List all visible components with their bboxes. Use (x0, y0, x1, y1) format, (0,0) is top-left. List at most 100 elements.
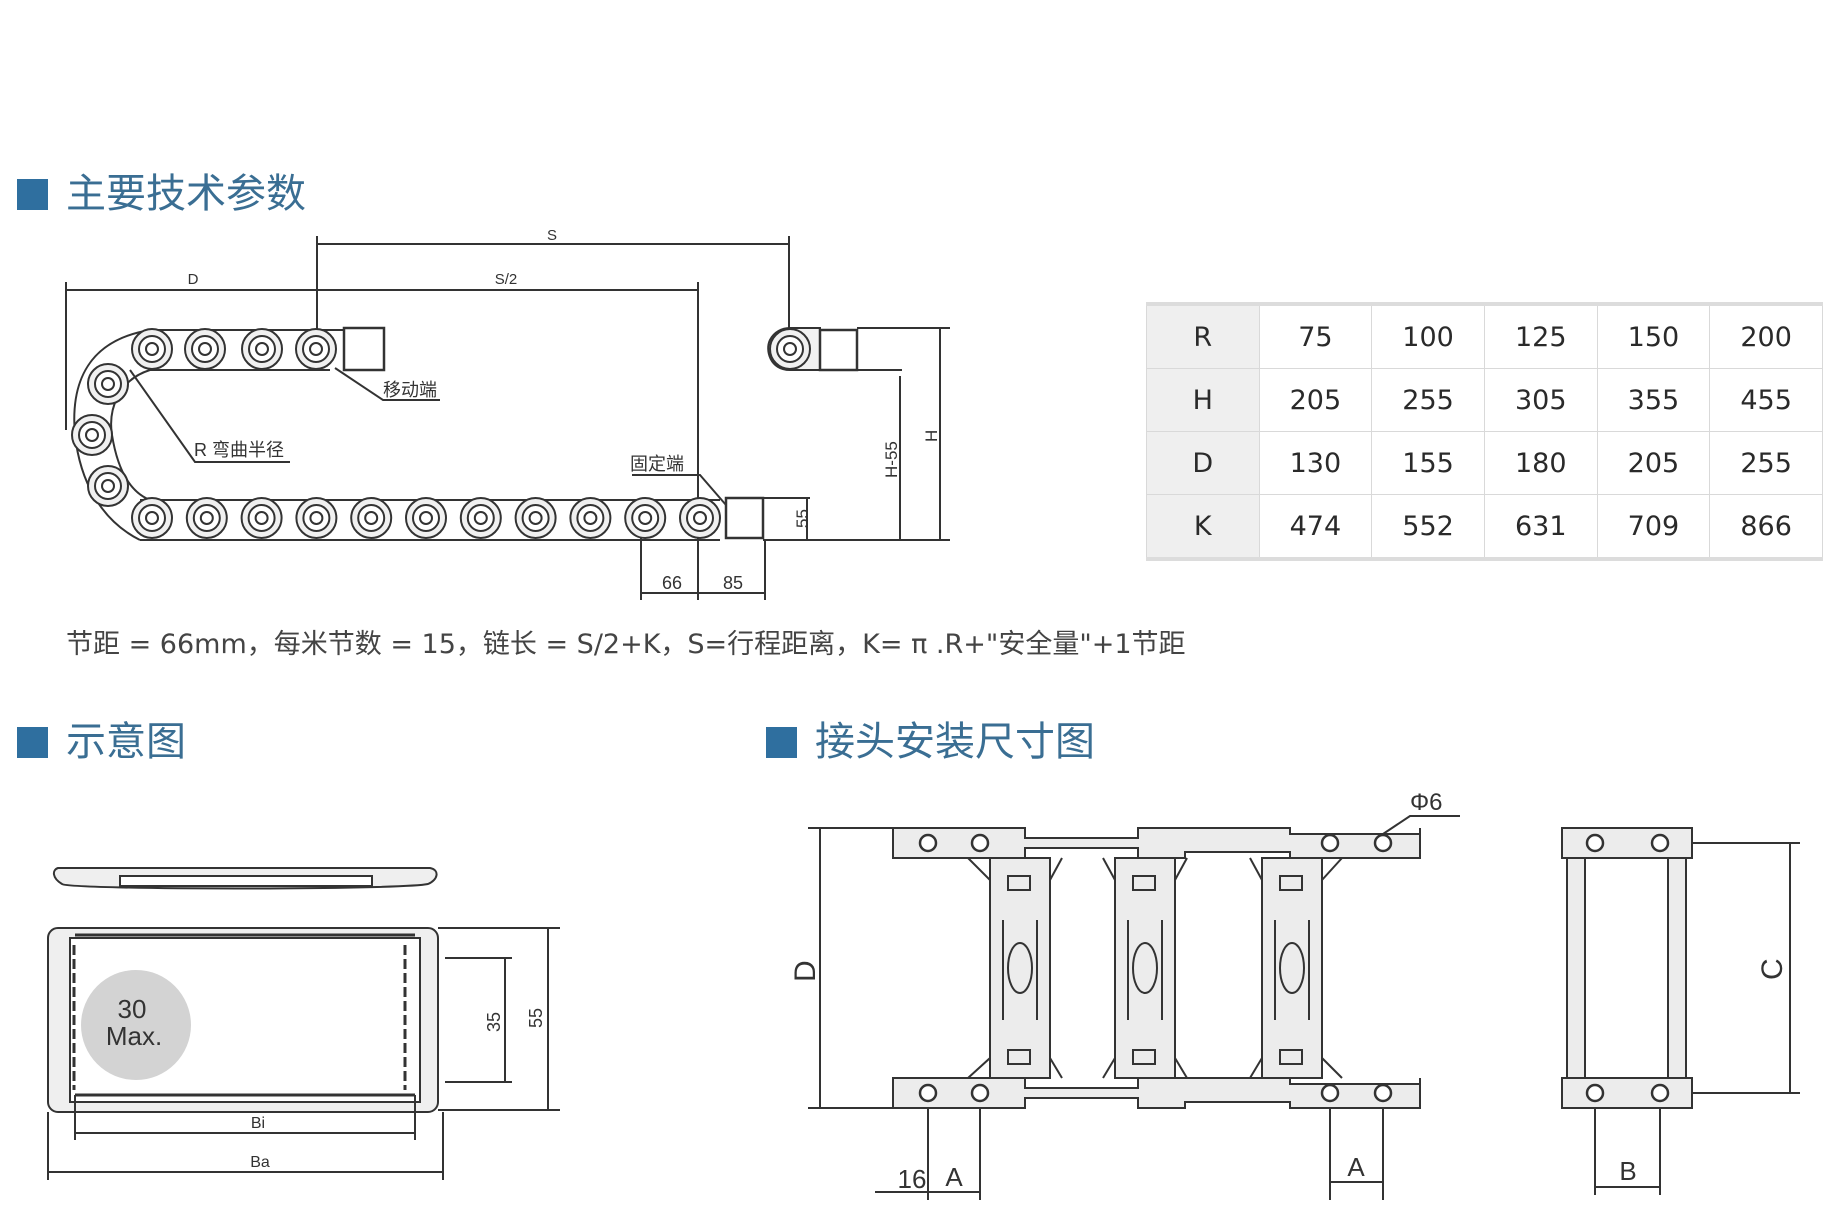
spec-row-header: R (1146, 302, 1260, 369)
dim-H-label: H (922, 430, 941, 442)
connector-side-view (1561, 827, 1800, 1195)
bolt-hole (1373, 1083, 1393, 1103)
chain-roller (241, 328, 283, 370)
spec-cell: 474 (1258, 494, 1373, 561)
chain-roller (185, 497, 228, 539)
connector-bolts (918, 833, 1670, 1103)
max-30-unit: Max. (106, 1021, 162, 1051)
bolt-hole (1320, 833, 1340, 853)
chain-roller (184, 328, 226, 370)
bolt-hole (970, 1083, 990, 1103)
spec-cell: 552 (1371, 494, 1485, 561)
section-heading-schematic: 示意图 (17, 722, 186, 762)
bolt-hole (1585, 833, 1605, 853)
spec-cell: 155 (1371, 431, 1485, 495)
chain-rollers (71, 328, 811, 539)
dim-S-half-label: S/2 (495, 271, 518, 288)
chain-roller (769, 328, 811, 370)
spec-cell: 180 (1483, 431, 1598, 495)
section-heading-connector: 接头安装尺寸图 (766, 722, 1095, 762)
spec-cell: 125 (1483, 302, 1598, 369)
spec-cell: 75 (1258, 302, 1373, 369)
dim-Ba-label: Ba (250, 1154, 270, 1171)
spec-cell: 255 (1709, 431, 1823, 495)
heading-square-icon (766, 726, 797, 758)
dim-16-label: 16 (898, 1164, 927, 1194)
spec-cell: 709 (1596, 494, 1711, 561)
spec-row-header: D (1146, 431, 1260, 495)
phi6-label: Φ6 (1410, 789, 1443, 816)
chain-roller (624, 497, 667, 539)
dim-C-label: C (1756, 958, 1789, 980)
spec-cell: 866 (1709, 494, 1823, 561)
dim-A-label-left: A (945, 1162, 963, 1192)
dim-55-label: 55 (793, 509, 812, 528)
chain-roller (405, 497, 447, 539)
bend-radius-label: R 弯曲半径 (194, 440, 284, 460)
bolt-hole (1320, 1083, 1340, 1103)
spec-cell: 305 (1483, 368, 1598, 432)
connector-front-view (808, 815, 1460, 1200)
chain-roller (350, 497, 393, 539)
bolt-hole (1650, 1083, 1670, 1103)
max-30-value: 30 (118, 994, 147, 1024)
heading-text: 示意图 (66, 719, 186, 765)
bolt-hole (1650, 833, 1670, 853)
spec-cell: 100 (1371, 302, 1485, 369)
dim-85-label: 85 (723, 573, 743, 593)
spec-cell: 631 (1483, 494, 1598, 561)
chain-roller (459, 497, 502, 539)
chain-roller (514, 497, 557, 539)
dim-H55-label: H-55 (882, 441, 901, 478)
dim-Bi-label: Bi (251, 1115, 265, 1132)
heading-text: 接头安装尺寸图 (815, 719, 1095, 765)
chain-roller (569, 497, 612, 539)
chain-roller (679, 497, 721, 539)
formula-text: 节距 = 66mm，每米节数 = 15，链长 = S/2+K，S=行程距离，K=… (66, 629, 1186, 660)
dim-S-label: S (547, 227, 557, 244)
dim-66-label: 66 (662, 573, 682, 593)
bolt-hole (918, 1083, 938, 1103)
dim-55-label-2: 55 (526, 1008, 546, 1028)
dim-A-label-right: A (1347, 1152, 1365, 1182)
chain-roller (71, 414, 113, 456)
spec-cell: 205 (1596, 431, 1711, 495)
chain-roller (295, 497, 338, 539)
spec-cell: 255 (1371, 368, 1485, 432)
dim-35-label: 35 (484, 1012, 504, 1032)
chain-roller (131, 497, 173, 539)
spec-cell: 205 (1258, 368, 1373, 432)
bolt-hole (970, 833, 990, 853)
bolt-hole (1585, 1083, 1605, 1103)
spec-row-header: H (1146, 368, 1260, 432)
section-heading-main-params: 主要技术参数 (17, 174, 306, 214)
bolt-hole (918, 833, 938, 853)
heading-text: 主要技术参数 (66, 171, 306, 217)
dim-D-label-2: D (789, 960, 822, 982)
spec-row-header: K (1146, 494, 1260, 561)
bolt-hole (1373, 833, 1393, 853)
dim-D-label: D (188, 271, 199, 288)
spec-cell: 200 (1709, 302, 1823, 369)
spec-cell: 130 (1258, 431, 1373, 495)
spec-cell: 355 (1596, 368, 1711, 432)
chain-roller (131, 328, 173, 370)
chain-roller (87, 363, 129, 405)
fixed-end-label: 固定端 (630, 454, 684, 474)
dim-B-label: B (1619, 1156, 1636, 1186)
chain-roller (240, 497, 283, 539)
max-30-badge (81, 970, 191, 1080)
spec-cell: 150 (1596, 302, 1711, 369)
chain-side-view (65, 236, 950, 600)
chain-roller (87, 465, 129, 507)
spec-cell: 455 (1709, 368, 1823, 432)
heading-square-icon (17, 726, 48, 758)
moving-end-label: 移动端 (383, 380, 437, 400)
chain-roller (295, 328, 337, 370)
